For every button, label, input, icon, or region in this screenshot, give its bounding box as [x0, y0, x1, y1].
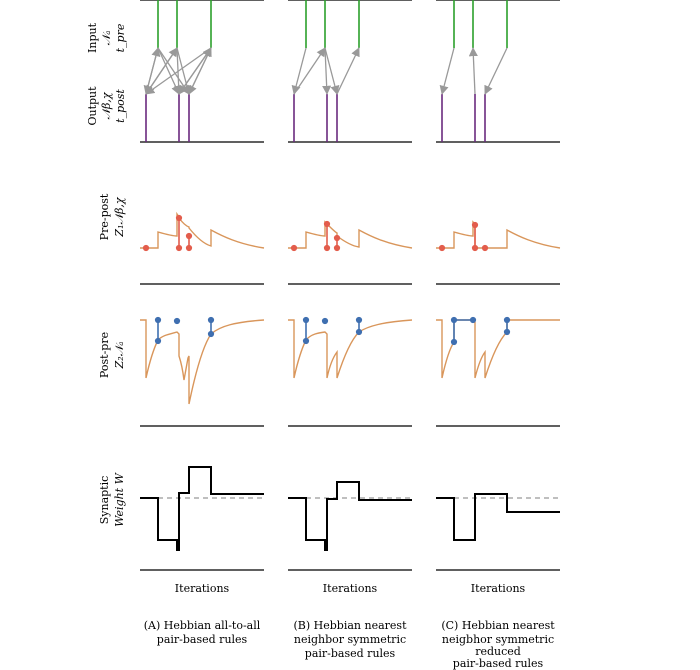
row-label-output: Output 𝒩β,χ t_post	[86, 86, 127, 126]
caption-c-line2: neigbhor symmetric	[442, 633, 554, 646]
trace-line	[436, 220, 561, 249]
prepost-update-dot	[185, 244, 193, 252]
row-label-input-line2: 𝒩ₐ	[100, 31, 113, 46]
postpre-update-dot	[450, 338, 458, 346]
prepost-trace-b	[288, 220, 413, 285]
caption-c-line3: reduced	[475, 645, 521, 658]
prepost-update-dot	[481, 244, 489, 252]
row-label-input-line1: Input	[86, 22, 99, 53]
trace-line	[436, 319, 560, 379]
pairing-arrow	[178, 47, 212, 95]
prepost-update-dot	[185, 232, 193, 240]
caption-a: (A) Hebbian all-to-all pair-based rules	[144, 619, 261, 646]
caption-b-line1: (B) Hebbian nearest	[294, 619, 408, 632]
postpre-trace-a	[140, 316, 265, 427]
x-axis-label: Iterations	[323, 582, 378, 595]
prepost-update-dot	[471, 221, 479, 229]
postpre-update-dot	[207, 316, 215, 324]
spike-raster-b	[288, 0, 412, 143]
row-label-prepost-line2: Z₁𝒩β,χ	[113, 196, 126, 237]
pairing-arrow	[145, 47, 178, 95]
x-axis-label: Iterations	[175, 582, 230, 595]
row-label-input-line3: t_pre	[114, 23, 127, 52]
pairing-arrow	[439, 47, 455, 95]
row-label-output-line2: 𝒩β,χ	[100, 91, 113, 119]
caption-c-line1: (C) Hebbian nearest	[441, 619, 555, 632]
pairing-arrow	[188, 47, 212, 95]
postpre-update-dot	[207, 330, 215, 338]
prepost-trace-a	[140, 211, 265, 285]
prepost-update-dot	[142, 244, 150, 252]
pairing-arrow	[336, 47, 360, 95]
row-label-prepost: Pre-post Z₁𝒩β,χ	[98, 193, 126, 240]
prepost-trace-c	[436, 220, 561, 285]
trace-line	[140, 211, 265, 249]
postpre-update-dot	[302, 337, 310, 345]
panel-b: Iterations (B) Hebbian nearest neighbor …	[288, 0, 413, 660]
prepost-update-dot	[323, 244, 331, 252]
row-label-weight-line2: Weight W	[113, 471, 126, 526]
prepost-update-dot	[290, 244, 298, 252]
weight-line	[436, 493, 560, 541]
weight-plot-b: Iterations	[288, 481, 412, 595]
caption-b: (B) Hebbian nearest neighbor symmetric p…	[294, 619, 408, 660]
row-label-postpre-line1: Post-pre	[98, 332, 111, 378]
postpre-update-dot	[321, 317, 329, 325]
prepost-update-dot	[323, 220, 331, 228]
row-label-weight-line1: Synaptic	[98, 476, 111, 525]
postpre-update-dot	[355, 328, 363, 336]
prepost-update-dot	[471, 244, 479, 252]
postpre-update-dot	[173, 317, 181, 325]
prepost-update-dot	[175, 214, 183, 222]
pairing-arrow	[484, 47, 508, 95]
spike-raster-c	[436, 0, 560, 143]
weight-line	[288, 481, 412, 551]
caption-b-line3: pair-based rules	[305, 647, 396, 660]
postpre-update-dot	[503, 328, 511, 336]
postpre-trace-b	[288, 316, 413, 427]
row-label-output-line1: Output	[86, 86, 99, 126]
row-label-postpre-line2: Z₂𝒩ₐ	[113, 342, 126, 370]
pairing-arrow	[468, 47, 478, 95]
pairing-arrow	[145, 47, 212, 95]
x-axis-label: Iterations	[471, 582, 526, 595]
postpre-update-dot	[154, 337, 162, 345]
row-label-prepost-line1: Pre-post	[98, 193, 111, 240]
spike-raster-a	[140, 0, 264, 143]
prepost-update-dot	[175, 244, 183, 252]
postpre-update-dot	[503, 316, 511, 324]
caption-a-line1: (A) Hebbian all-to-all	[144, 619, 261, 632]
caption-b-line2: neighbor symmetric	[294, 633, 406, 646]
caption-c: (C) Hebbian nearest neigbhor symmetric r…	[441, 619, 555, 670]
row-label-input: Input 𝒩ₐ t_pre	[86, 22, 127, 53]
pairing-arrow	[293, 47, 326, 95]
prepost-update-dot	[333, 244, 341, 252]
postpre-update-dot	[302, 316, 310, 324]
postpre-trace-c	[436, 316, 560, 427]
weight-plot-a: Iterations	[140, 466, 264, 595]
prepost-update-dot	[333, 234, 341, 242]
caption-c-line4: pair-based rules	[453, 657, 544, 670]
postpre-update-dot	[450, 316, 458, 324]
pairing-arrow	[145, 47, 161, 95]
row-label-weight: Synaptic Weight W	[98, 471, 126, 526]
row-label-output-line3: t_post	[114, 89, 127, 123]
pairing-arrow	[324, 47, 340, 95]
postpre-update-dot	[355, 316, 363, 324]
pairing-arrow	[291, 47, 307, 95]
postpre-update-dot	[154, 316, 162, 324]
panel-c: Iterations (C) Hebbian nearest neigbhor …	[436, 0, 561, 670]
caption-a-line2: pair-based rules	[157, 633, 248, 646]
postpre-update-dot	[469, 316, 477, 324]
prepost-update-dot	[438, 244, 446, 252]
weight-line	[140, 466, 264, 551]
weight-plot-c: Iterations	[436, 493, 560, 595]
trace-line	[288, 220, 413, 249]
row-label-postpre: Post-pre Z₂𝒩ₐ	[98, 332, 126, 378]
panel-a: Iterations (A) Hebbian all-to-all pair-b…	[140, 0, 265, 646]
